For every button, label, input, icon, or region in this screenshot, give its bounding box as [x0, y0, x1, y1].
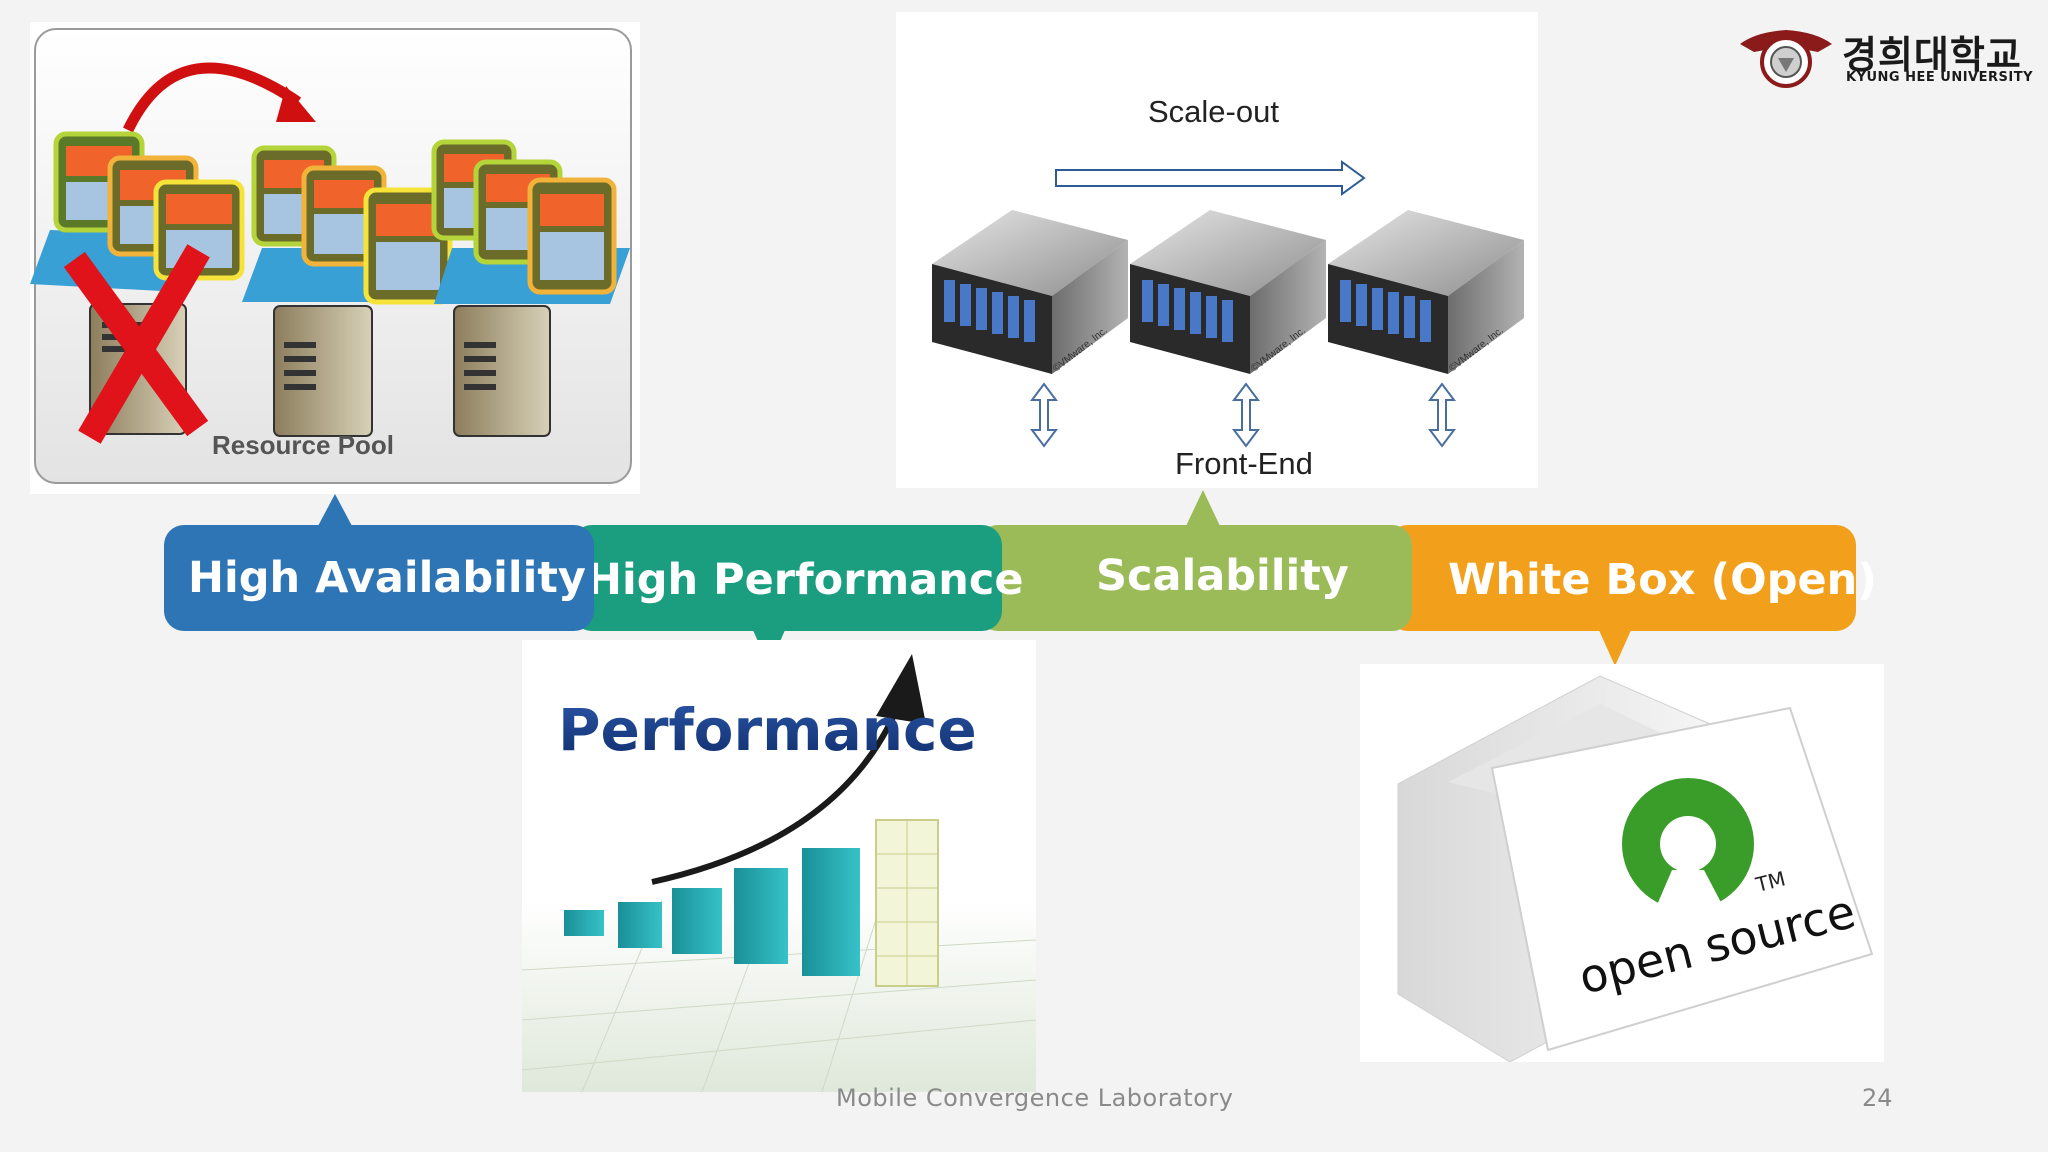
- performance-label: High Performance: [586, 555, 1024, 605]
- scale-out-label: Scale-out: [1148, 94, 1279, 129]
- host-3: [431, 139, 630, 437]
- host-2: [242, 145, 453, 437]
- scalability-pointer: [1186, 490, 1220, 526]
- page-number: 24: [1862, 1084, 1893, 1112]
- front-end-label: Front-End: [1175, 446, 1313, 481]
- banner-segment-scalability: Scalability: [978, 525, 1412, 631]
- banner-segment-availability: High Availability: [164, 525, 594, 631]
- university-korean-name: 경희대학교: [1842, 33, 2022, 77]
- banner-segment-whitebox: White Box (Open): [1388, 525, 1877, 631]
- footer-lab-name: Mobile Convergence Laboratory: [836, 1084, 1234, 1112]
- server-2: [1130, 210, 1326, 374]
- open-source-figure: TM open source: [1360, 664, 1884, 1062]
- availability-pointer: [318, 494, 352, 526]
- performance-title: Performance: [558, 696, 977, 764]
- resource-pool-caption: Resource Pool: [212, 430, 394, 460]
- university-english-name: KYUNG HEE UNIVERSITY: [1846, 70, 2033, 85]
- scale-out-illustration: ©VMware, Inc. ©VMware, Inc. ©VMware, Inc…: [932, 160, 1524, 448]
- scale-out-arrow-icon: [1055, 160, 1366, 196]
- open-source-box-illustration: TM open source: [1397, 675, 1874, 1062]
- performance-figure: Performance: [522, 640, 1036, 1092]
- server-1: [932, 210, 1128, 374]
- whitebox-label: White Box (Open): [1448, 555, 1877, 605]
- scalability-label: Scalability: [1096, 551, 1349, 601]
- performance-illustration: Performance: [522, 654, 1036, 1092]
- banner-segment-performance: High Performance: [572, 525, 1024, 631]
- resource-pool-illustration: Resource Pool: [30, 62, 630, 460]
- performance-bars: [564, 819, 939, 987]
- server-3: [1328, 210, 1524, 374]
- open-source-logo-icon: [1622, 778, 1754, 912]
- resource-pool-figure: Resource Pool: [30, 22, 640, 494]
- whitebox-pointer: [1598, 628, 1632, 666]
- scale-out-figure: Scale-out: [896, 12, 1538, 488]
- university-logo: 경희대학교 KYUNG HEE UNIVERSITY: [1736, 22, 2033, 92]
- university-seal-icon: [1740, 30, 1832, 88]
- availability-label: High Availability: [188, 553, 586, 603]
- front-end-arrows-icon: [1030, 382, 1456, 448]
- host-1: [30, 131, 245, 444]
